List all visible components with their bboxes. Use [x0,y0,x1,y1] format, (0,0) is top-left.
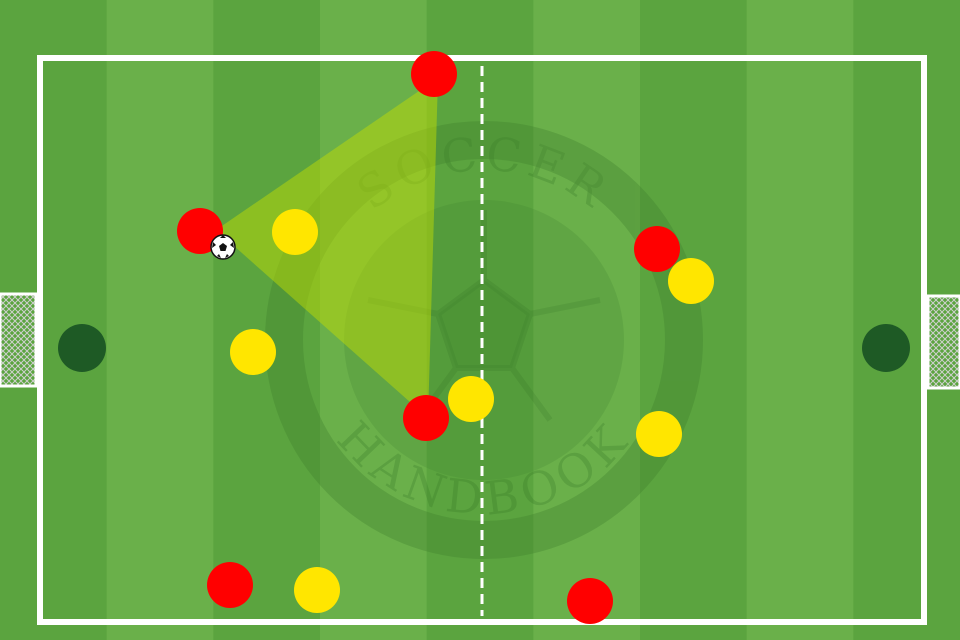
grass-stripe [213,0,320,640]
goalkeeper-left[interactable] [58,324,106,372]
left-goal [0,292,38,388]
yellow-player-left-top[interactable] [272,209,318,255]
pitch-boundary-line [37,55,927,625]
red-player-right-mid[interactable] [634,226,680,272]
watermark-ball-pattern-icon [367,210,601,422]
grass-stripe [426,0,534,640]
right-goal-net [926,294,960,390]
left-goal-net [0,292,38,388]
watermark-outer-ring [265,121,703,559]
red-player-bottom-right[interactable] [567,578,613,624]
red-player-bottom-left[interactable] [207,562,253,608]
yellow-player-center-low[interactable] [448,376,494,422]
goalkeeper-right[interactable] [862,324,910,372]
red-player-center-low[interactable] [403,395,449,441]
yellow-player-left-mid[interactable] [230,329,276,375]
red-player-top-center[interactable] [411,51,457,97]
passing-triangle [216,78,438,418]
yellow-player-right-top[interactable] [668,258,714,304]
grass-stripe [640,0,747,640]
soccer-ball-icon[interactable] [210,234,236,260]
right-goal [926,294,960,390]
yellow-player-bottom-left[interactable] [294,567,340,613]
yellow-player-right-low[interactable] [636,411,682,457]
